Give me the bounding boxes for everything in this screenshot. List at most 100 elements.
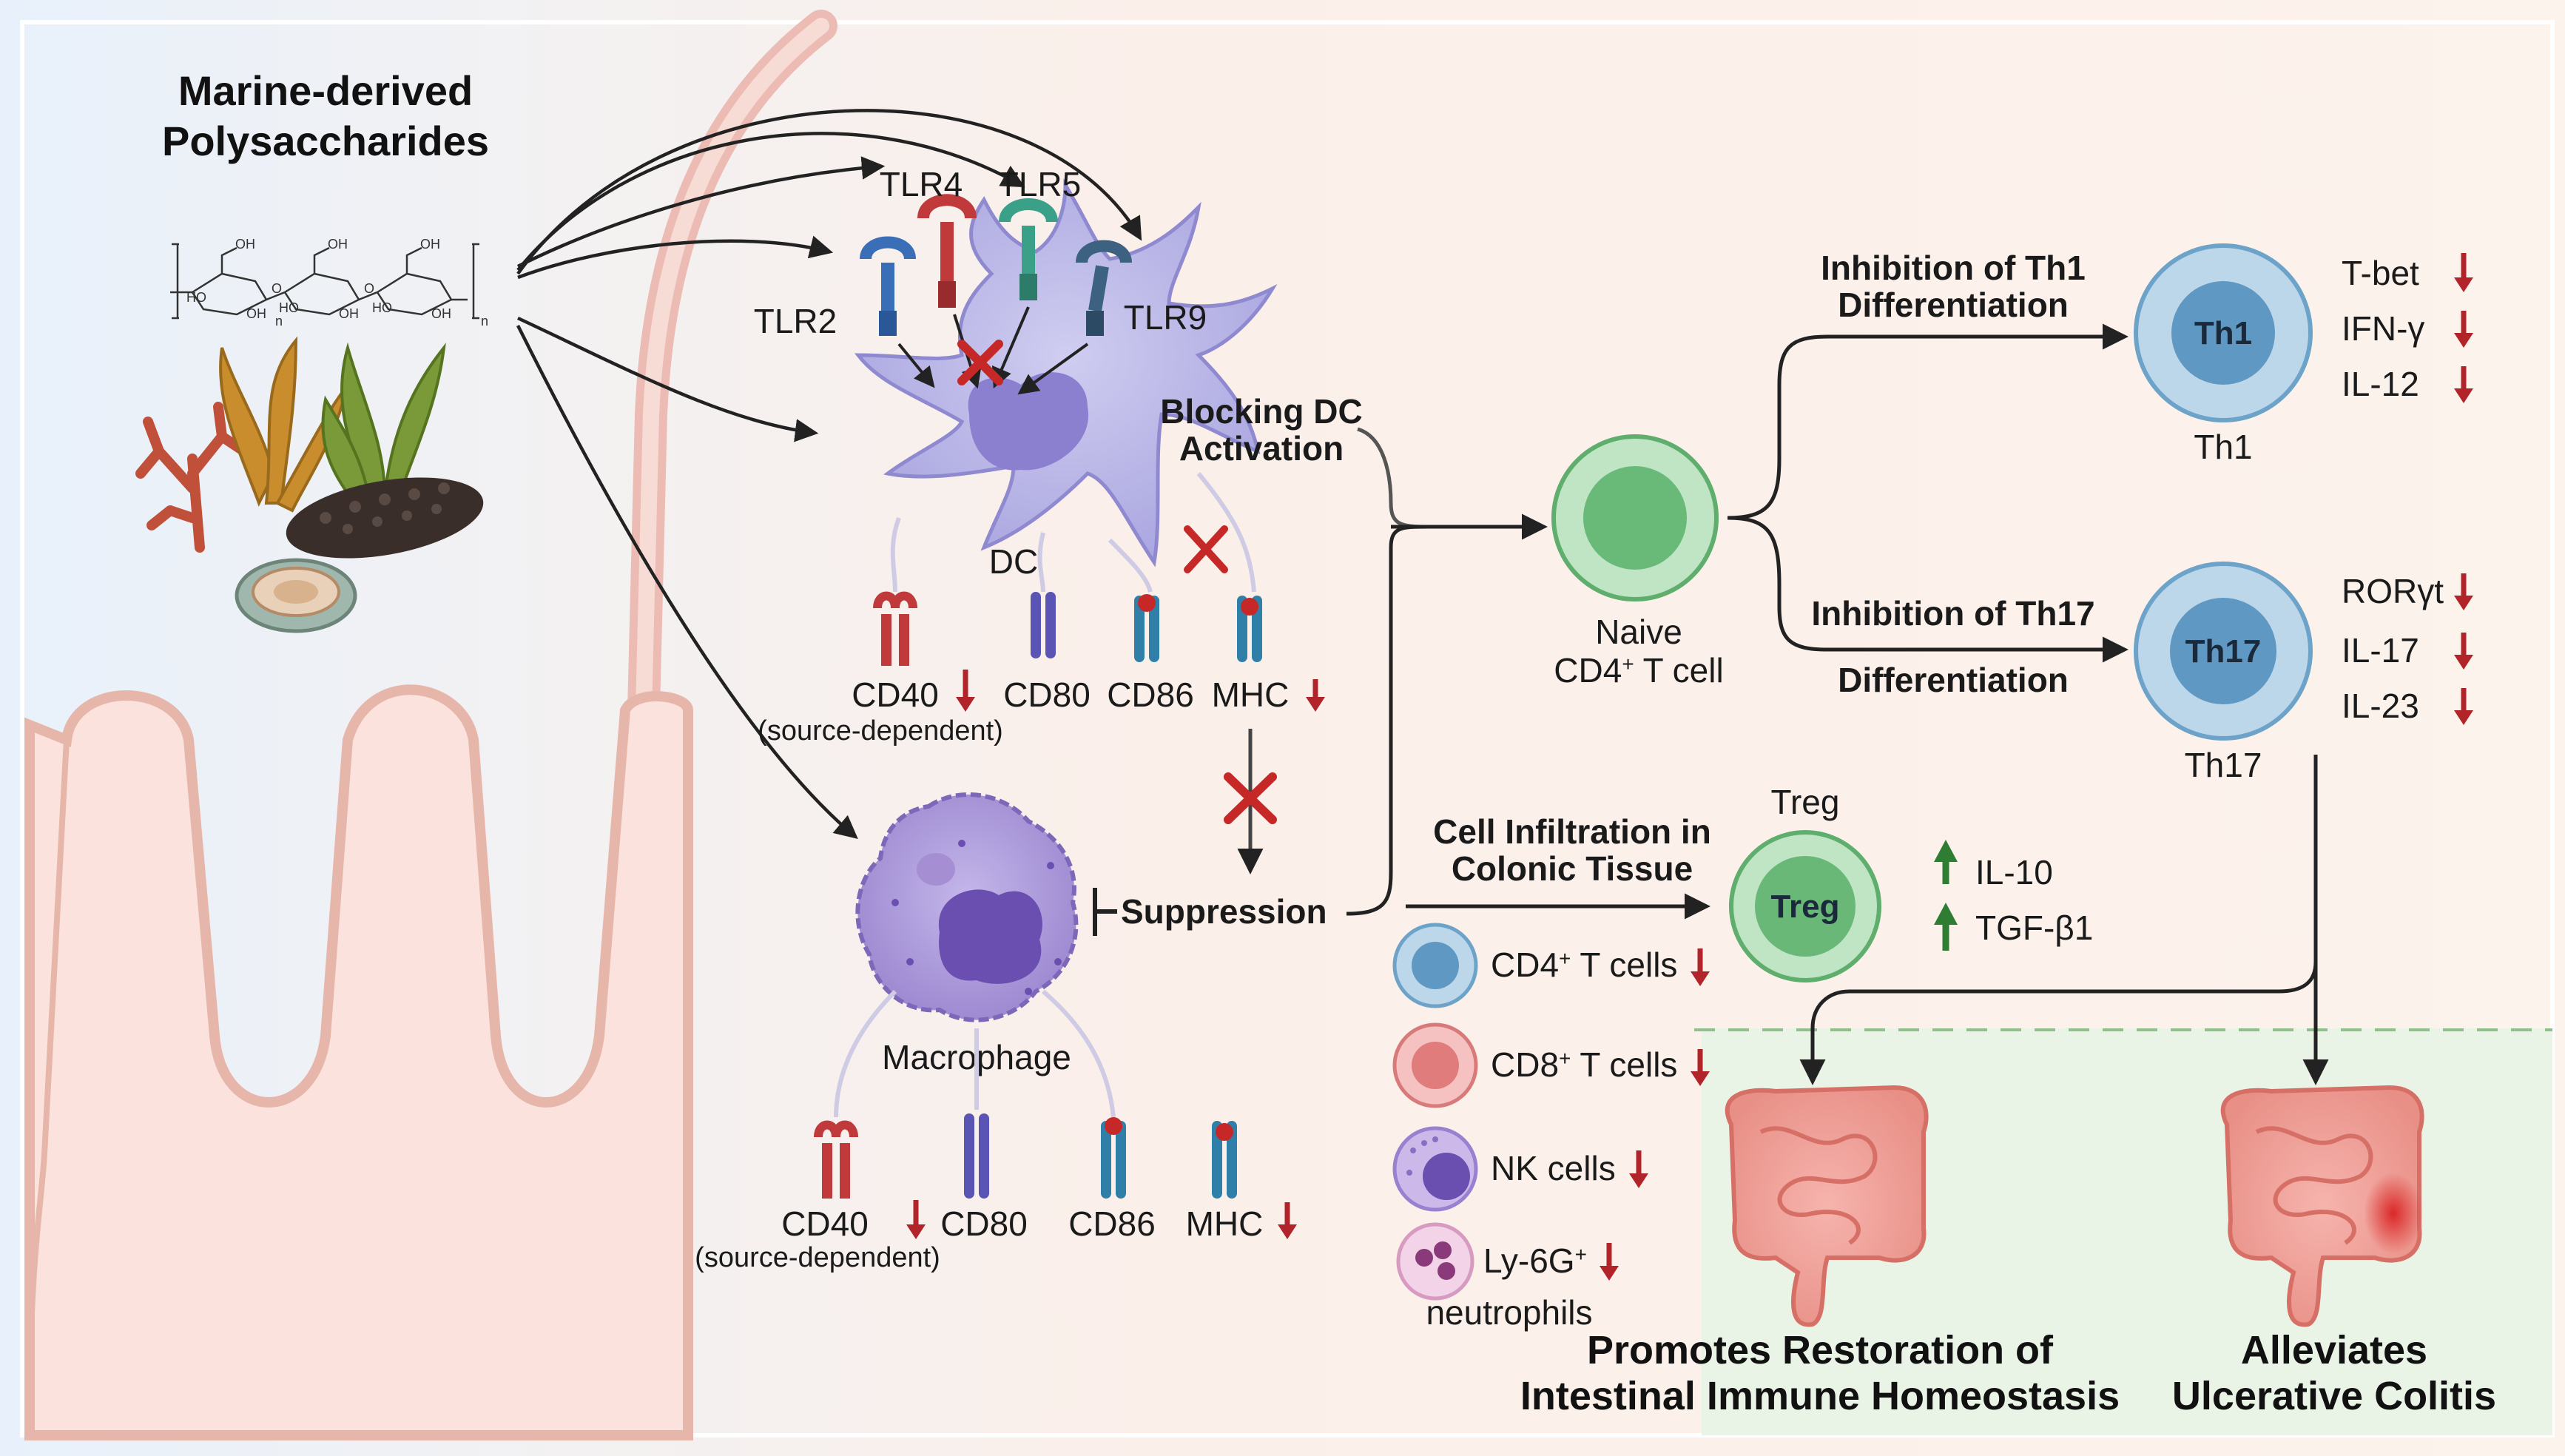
blocking-dc-line2: Activation bbox=[1179, 429, 1344, 468]
dc-mhc-down-arrow-icon bbox=[1306, 679, 1325, 712]
dc-cd80-receptor bbox=[1031, 592, 1056, 658]
svg-text:HO: HO bbox=[372, 300, 392, 315]
suppression-inhibit-bar bbox=[1093, 888, 1117, 936]
epithelial-membrane-inner bbox=[636, 18, 829, 718]
tlr5-receptor bbox=[999, 198, 1058, 300]
cd4-down-arrow-icon bbox=[1691, 948, 1710, 986]
svg-text:OH: OH bbox=[431, 306, 451, 321]
treg-up-arrows bbox=[1934, 840, 1958, 951]
outcome-left-line2: Intestinal Immune Homeostasis bbox=[1520, 1374, 2120, 1418]
th17-heading-line1: Inhibition of Th17 bbox=[1811, 594, 2094, 633]
dc-cd40-note: (source-dependent) bbox=[758, 715, 1003, 746]
outcome-left-line1: Promotes Restoration of bbox=[1587, 1328, 2054, 1372]
mac-mhc-receptor bbox=[1212, 1121, 1237, 1199]
mac-cd40-down-arrow-icon bbox=[906, 1200, 926, 1239]
th17-heading-line2: Differentiation bbox=[1838, 661, 2069, 699]
treg-cell-label: Treg bbox=[1771, 889, 1840, 925]
nk-cells-label: NK cells bbox=[1491, 1149, 1616, 1187]
suppression-label: Suppression bbox=[1121, 892, 1327, 931]
mac-cd80-label: CD80 bbox=[940, 1204, 1028, 1243]
th17-marker-il17: IL-17 bbox=[2342, 631, 2419, 670]
abalone-shell-icon bbox=[235, 558, 357, 633]
macrophage-cell bbox=[855, 792, 1079, 1022]
infiltration-line1: Cell Infiltration in bbox=[1433, 812, 1711, 851]
mac-cd40-receptor bbox=[814, 1120, 858, 1199]
polysaccharide-structure bbox=[170, 243, 479, 320]
dc-mhc-receptor bbox=[1237, 596, 1262, 662]
sea-cucumber-icon bbox=[286, 477, 484, 559]
dc-markers bbox=[890, 472, 1256, 593]
suppression-block-x-icon bbox=[1224, 772, 1277, 824]
cd8-cell-icon bbox=[1392, 1022, 1478, 1108]
dc-cd86-receptor bbox=[1134, 594, 1159, 662]
neutrophil-label-line2: neutrophils bbox=[1426, 1293, 1592, 1332]
dc-mhc-block-x-icon bbox=[1184, 525, 1228, 573]
macrophage-nucleus bbox=[938, 889, 1042, 984]
tlr4-label: TLR4 bbox=[880, 165, 963, 203]
tlr4-receptor bbox=[917, 194, 977, 308]
naive-cd4-t-cell bbox=[1551, 434, 1719, 601]
th1-heading-line2: Differentiation bbox=[1838, 286, 2069, 324]
svg-text:HO: HO bbox=[279, 300, 299, 315]
tlr2-receptor bbox=[860, 236, 916, 336]
suppression-to-naive-connector bbox=[1346, 513, 1548, 916]
th17-down-arrows bbox=[2454, 573, 2473, 725]
tlr9-receptor bbox=[1076, 240, 1132, 336]
svg-text:OH: OH bbox=[328, 237, 348, 252]
treg-caption: Treg bbox=[1771, 783, 1840, 821]
dc-cd80-label: CD80 bbox=[1003, 675, 1091, 714]
svg-text:n: n bbox=[275, 314, 283, 328]
dendritic-cell: DC bbox=[854, 178, 1278, 581]
th17-caption: Th17 bbox=[2185, 746, 2262, 784]
tlr9-label: TLR9 bbox=[1124, 298, 1207, 337]
dc-nucleus bbox=[968, 372, 1089, 471]
source-title-line2: Polysaccharides bbox=[162, 118, 489, 164]
infiltration-line2: Colonic Tissue bbox=[1452, 849, 1693, 888]
th17-cell bbox=[2134, 562, 2313, 741]
green-seaweed-icon bbox=[321, 342, 446, 505]
cd4-cells-label: CD4+ T cells bbox=[1491, 946, 1677, 984]
th1-heading-line1: Inhibition of Th1 bbox=[1821, 249, 2086, 287]
treg-cytokine-tgfb1: TGF-β1 bbox=[1975, 909, 2093, 947]
outer-frame bbox=[20, 20, 2555, 1438]
svg-text:n: n bbox=[481, 314, 488, 328]
th17-marker-rorgt: RORγt bbox=[2342, 572, 2444, 610]
neutrophil-down-arrow-icon bbox=[1600, 1243, 1619, 1281]
svg-text:OH: OH bbox=[235, 237, 255, 252]
mac-marker-stems bbox=[834, 989, 1116, 1118]
polysaccharide-atom-labels: OH HO OH O OH HO OH O OH HO OH n n bbox=[186, 237, 488, 328]
dc-cd40-receptor bbox=[873, 591, 917, 666]
mac-cd40-label: CD40 bbox=[781, 1204, 869, 1243]
dc-cd86-label: CD86 bbox=[1107, 675, 1194, 714]
th1-marker-tbet: T-bet bbox=[2342, 254, 2419, 292]
th17-cell-label: Th17 bbox=[2185, 633, 2262, 670]
th17-to-outcome-arrows bbox=[1799, 755, 2329, 1085]
mac-mhc-down-arrow-icon bbox=[1278, 1202, 1297, 1239]
mac-mhc-label: MHC bbox=[1186, 1204, 1264, 1243]
inflamed-colon-icon bbox=[2220, 1085, 2424, 1327]
source-title-line1: Marine-derived bbox=[178, 67, 473, 114]
treg-cytokine-il10: IL-10 bbox=[1975, 853, 2053, 892]
th1-marker-ifng: IFN-γ bbox=[2342, 309, 2424, 348]
th1-down-arrows bbox=[2454, 253, 2473, 403]
naive-line2: CD4+ T cell bbox=[1554, 651, 1723, 690]
svg-text:OH: OH bbox=[246, 306, 266, 321]
svg-text:O: O bbox=[364, 281, 374, 296]
dc-cd40-label: CD40 bbox=[852, 675, 939, 714]
polysaccharide-arrows bbox=[516, 109, 1142, 840]
inflammation-spot bbox=[2364, 1173, 2423, 1254]
healthy-colon-icon bbox=[1725, 1085, 1929, 1327]
th1-caption: Th1 bbox=[2194, 428, 2252, 466]
tlr2-label: TLR2 bbox=[754, 302, 837, 340]
outcome-right-line2: Ulcerative Colitis bbox=[2172, 1374, 2496, 1418]
neutrophil-label: Ly-6G+ bbox=[1483, 1241, 1587, 1280]
neutrophil-cell-icon bbox=[1396, 1222, 1474, 1301]
th1-cell bbox=[2134, 243, 2313, 422]
th1-cell-label: Th1 bbox=[2194, 315, 2252, 351]
cd4-cell-icon bbox=[1392, 923, 1478, 1008]
naive-branch-arrows bbox=[1727, 323, 2128, 663]
nk-down-arrow-icon bbox=[1629, 1150, 1648, 1188]
cd8-cells-label: CD8+ T cells bbox=[1491, 1045, 1677, 1084]
blocking-dc-line1: Blocking DC bbox=[1160, 392, 1362, 431]
